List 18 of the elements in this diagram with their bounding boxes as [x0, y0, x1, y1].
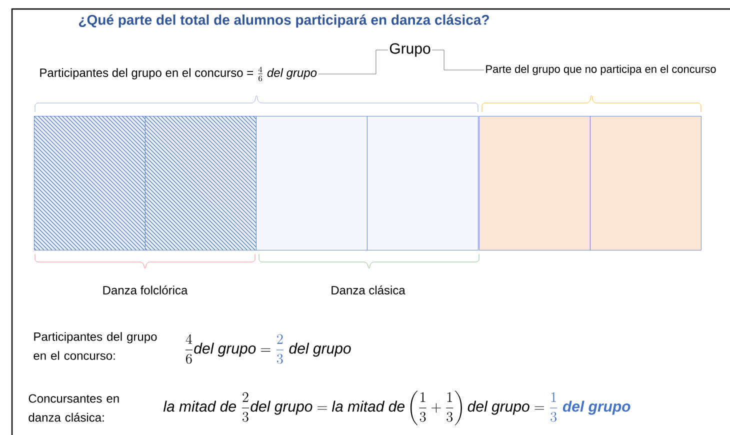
- fraction-box: [34, 116, 146, 250]
- formula: $\mathit{la\ mitad\ de}\ \frac{2}{3}\mathit{del\ grupo}=\mathit{la\ mitad\ de}\left(\frac{1}{3}+\frac{1}{3}\right)\mathit{del\ grupo}=\textcolor[HTML]{4472C4}{\frac{1}{3}\ \boldsymbol{\mathit{del\ grupo}}}$: [163, 390, 630, 426]
- fraction-box: [590, 116, 702, 250]
- formula: $\frac{4}{6}\mathit{del\ grupo}=\textcolor[HTML]{4472C4}{\frac{2}{3}}\ \mathit{del\ grupo}$: [185, 334, 351, 364]
- text-label: Danza clásica: [332, 286, 406, 294]
- title: ¿Qué parte del total de alumnos participará en danza clásica?: [79, 14, 489, 28]
- connector-line: [318, 50, 388, 74]
- text-label: Concursantes en danza clásica:: [28, 394, 119, 422]
- fraction-box: [367, 116, 478, 250]
- text-label: Parte del grupo que no participa en el concurso: [486, 64, 716, 76]
- fraction-box: [479, 116, 590, 250]
- fraction-box: [144, 116, 256, 250]
- text-label: Participantes del grupo en el concurso = $\tfrac{4}{6}\ \mathit{del\ grupo}$: [40, 66, 317, 82]
- text-label: Grupo: [390, 43, 430, 57]
- text-label: Participantes del grupo en el concurso:: [34, 332, 157, 360]
- text-label: Danza folclórica: [103, 286, 188, 294]
- fraction-box: [256, 116, 368, 250]
- connector-line: [432, 50, 484, 70]
